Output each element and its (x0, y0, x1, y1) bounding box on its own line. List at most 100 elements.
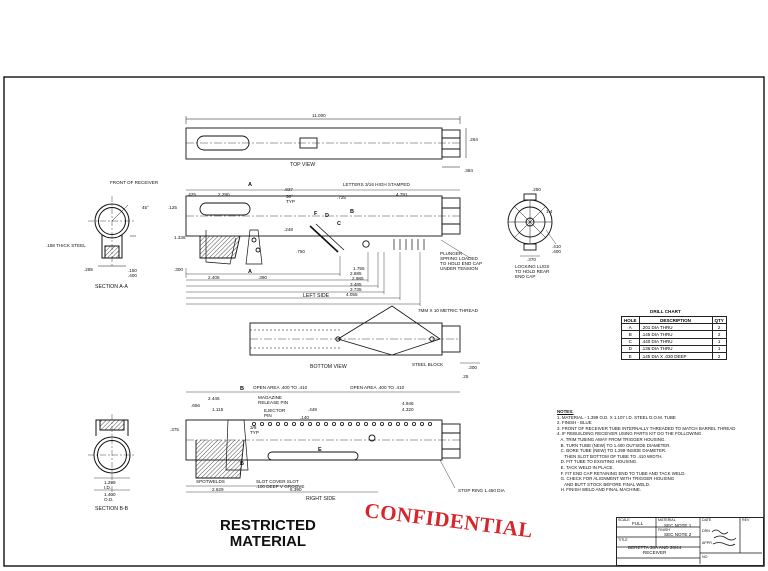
dim-ec-4: 1.4 (546, 209, 553, 214)
dim-ls-3: .937 (284, 187, 293, 192)
end-cap-view (507, 193, 557, 257)
tb-scale-label: SCALE (618, 518, 630, 522)
tb-drawn-label: DRN (702, 529, 710, 533)
dim-ec-3: .370 (527, 257, 536, 262)
dim-ls-18: 1.336 (174, 235, 186, 240)
bottom-view (249, 305, 480, 364)
tb-no-label: NO (702, 555, 708, 559)
dim-rs-3: 1.115 (212, 407, 224, 412)
dim-ls-10: .300 (174, 267, 183, 272)
drill-cell-description: .145 DIA THRU (638, 330, 713, 339)
tb-finish-label: FINISH (658, 528, 670, 532)
bottom-view-title: BOTTOM VIEW (310, 364, 347, 370)
dim-ls-11: .390 (258, 275, 267, 280)
drill-row: C .440 DIA THRU 1 (621, 337, 727, 346)
callout-stop-ring: STOP RING 1.450 DIA (458, 488, 505, 493)
note-line: C. BORE TUBE (NEW) TO 1.299 INSIDE DIAME… (557, 448, 667, 454)
drill-cell-hole: C (621, 337, 640, 346)
dim-top-bot: .384 (464, 168, 473, 173)
note-line: F. FIT END CAP RETAINING END TO TUBE AND… (557, 470, 686, 476)
title-block-lines (616, 517, 762, 564)
dim-ls-8: .750 (296, 249, 305, 254)
drill-cell-hole: B (621, 330, 640, 339)
signature-mark (711, 529, 737, 546)
drill-chart-title: DRILL CHART (650, 309, 681, 314)
tb-title-label: TITLE (618, 538, 628, 542)
notes-title: NOTES: (557, 409, 574, 414)
dim-ls-16: 3.735 (350, 287, 362, 292)
dim-rs-8: 3/8 TYP (250, 425, 259, 435)
label-b-3: B (240, 461, 244, 467)
drill-cell-hole: A (621, 323, 640, 332)
drill-cell-qty: 1 (711, 337, 727, 346)
callout-open-area-1: OPEN AREA .400 TO .410 (253, 385, 308, 390)
callout-spotwelds: SPOTWELDS (196, 479, 225, 484)
drill-row: D .136 DIA THRU 1 (621, 344, 727, 353)
note-line: A. TRIM TUBING AWAY FROM TRIGGER HOUSING… (557, 436, 666, 442)
dim-ls-7: .248 (284, 227, 293, 232)
dim-bv-1: .300 (468, 365, 477, 370)
top-view (185, 116, 467, 168)
dim-rs-10: 6.390 (290, 487, 302, 492)
dim-ls-6: 4.791 (396, 192, 408, 197)
dim-sec-b2: 1.400 O.D. (104, 492, 116, 502)
dim-ls-5: .725 (337, 195, 346, 200)
note-line: G. CHECK FOR ALIGNMENT WITH TRIGGER HOUS… (557, 476, 675, 482)
section-b-view (88, 414, 136, 496)
dim-rs-9: 2.629 (212, 487, 224, 492)
callout-locking-lugs: LOCKING LUGS TO HOLD REAR END CAP (515, 264, 550, 279)
label-c-1: C (337, 221, 341, 227)
dim-top-right: .264 (469, 137, 478, 142)
dim-rs-6: 4.320 (402, 407, 414, 412)
drill-cell-description: .201 DIA THRU (638, 323, 713, 332)
label-a-2: A (248, 269, 252, 275)
label-b-2: B (240, 386, 244, 392)
restricted-stamp: RESTRICTED MATERIAL (220, 517, 316, 550)
dim-top-overall: 11.000 (312, 113, 326, 118)
callout-letters: LETTERS 3/16 HIGH STAMPED (343, 182, 410, 187)
note-line: 1. MATERIAL - 1.399 O.D. X 1.107 I.D. ST… (557, 414, 676, 420)
dim-ls-15: 3.485 (350, 282, 362, 287)
drill-row: A .201 DIA THRU 2 (621, 323, 727, 332)
dim-ls-12: 1.755 (353, 266, 365, 271)
left-side-title: LEFT SIDE (303, 293, 330, 299)
tb-material-label: MATERIAL (658, 518, 676, 522)
section-a-view (88, 196, 136, 267)
drill-cell-hole: D (621, 344, 640, 353)
dim-ls-4: 30° TYP (286, 194, 295, 204)
dim-sec-a2: .150 .400 (128, 268, 137, 278)
note-line: H. FINISH WELD AND FINAL MACHINE. (557, 487, 642, 493)
dim-ls-19: .125 (168, 205, 177, 210)
tb-scale: FULL (632, 521, 644, 526)
note-line: 3. FRONT OF RECEIVER TUBE INTERNALLY THR… (557, 425, 736, 431)
dim-ec-1: .250 (532, 187, 541, 192)
drill-header-description: DESCRIPTION (638, 315, 713, 325)
tb-title: BERETTA 38A AND 38/44 RECEIVER (628, 545, 682, 555)
dim-rs-7: .140 (300, 415, 309, 420)
drill-cell-qty: 2 (711, 323, 727, 332)
note-line: D. FIT TUBE TO EXISTING HOUSING. (557, 459, 638, 465)
callout-slot-cover: SLOT COVER SLOT .100 DEEP V GROOVE (256, 479, 305, 489)
drill-header-hole: HOLE (621, 315, 640, 325)
note-line: E. TACK WELD IN PLACE. (557, 464, 614, 470)
dim-rs-11: .375 (170, 427, 179, 432)
callout-steel-block: STEEL BLOCK (412, 362, 444, 367)
drill-cell-qty: 2 (711, 330, 727, 339)
left-side-view (185, 189, 471, 306)
dim-ls-9: 2.405 (208, 275, 220, 280)
callout-front-receiver: FRONT OF RECEIVER (110, 180, 159, 185)
drill-cell-hole: E (621, 351, 640, 361)
section-a-title: SECTION A-A (95, 284, 128, 290)
dim-rs-4: .448 (308, 407, 317, 412)
note-line: 4. IF REBUILDING RECEIVER USING PARTS KI… (557, 431, 702, 437)
tb-material: SEC NOTE 1 (664, 523, 692, 528)
dim-ls-14: 2.985 (352, 276, 364, 281)
drill-cell-description: .136 DIA THRU (638, 344, 713, 353)
top-view-title: TOP VIEW (290, 162, 316, 168)
callout-metric-thread: 7MM X 10 METRIC THREAD (418, 308, 478, 313)
callout-thick-steel: .188 THICK STEEL (46, 243, 86, 248)
right-side-title: RIGHT SIDE (306, 496, 336, 502)
dim-rs-2: .656 (191, 403, 200, 408)
drill-cell-qty: 1 (711, 344, 727, 353)
dim-bv-2: .25 (462, 374, 469, 379)
